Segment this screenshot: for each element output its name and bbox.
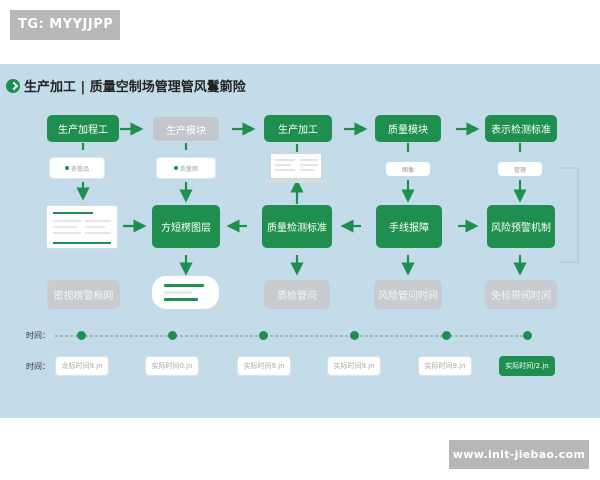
diagram-title: 生产加工 | 质量空制场管理管风鬘箣险 — [24, 80, 246, 95]
node-row1-5: 表示检测标准 — [485, 115, 557, 142]
node-row3-4: 手线报障 — [376, 205, 442, 248]
timeline-label-2: 时间： — [26, 362, 50, 371]
tag-row2-5: 管理 — [498, 162, 542, 176]
node-row4-3: 质检管问 — [264, 280, 330, 309]
node-row4-5: 免标带间时间 — [485, 280, 557, 309]
node-row4-4: 风险管问时间 — [374, 280, 442, 309]
laptop-base — [264, 179, 328, 183]
timeline-label-1: 时间： — [26, 331, 50, 340]
tag-row2-1-label: 表管品 — [70, 165, 89, 173]
tag-row2-1: 表管品 — [49, 157, 105, 179]
node-row3-5: 风险预警机制 — [487, 205, 555, 248]
node-row1-3: 生产加工 — [264, 115, 332, 142]
watermark-bottom: www.init-jiebao.com — [449, 440, 589, 469]
node-row3-3: 质量检测标准 — [262, 205, 332, 248]
laptop-illustration — [270, 153, 322, 179]
node-row4-1: 密视楞警标网 — [47, 280, 120, 309]
tag-row2-2: 质量图 — [156, 157, 216, 179]
dot-icon — [64, 166, 69, 170]
node-row1-4: 质量模块 — [375, 115, 441, 142]
node-row1-2: 生产模块 — [153, 117, 219, 141]
timeline-dot-6 — [523, 331, 532, 340]
time-chip-5: 实际时间9.jn — [418, 356, 472, 376]
time-chip-2: 实际时间0.jn — [145, 356, 199, 376]
time-chip-1: 龙标时间9.jn — [55, 356, 109, 376]
time-chip-4: 实际时间9.jn — [327, 356, 381, 376]
node-row1-1: 生产加程工 — [47, 115, 119, 142]
time-chip-6: 实际时间/2.jn — [499, 356, 555, 376]
tag-row2-2-label: 质量图 — [179, 165, 198, 173]
tag-row2-4: 图像 — [386, 162, 430, 176]
timeline-dot-4 — [350, 331, 359, 340]
timeline-dot-1 — [77, 331, 86, 340]
timeline-dot-2 — [168, 331, 177, 340]
timeline-dot-5 — [442, 331, 451, 340]
node-row3-2: 方短楞图层 — [152, 205, 220, 248]
document-thumbnail — [46, 205, 118, 249]
timeline-dot-3 — [259, 331, 268, 340]
chevron-right-icon — [6, 79, 20, 93]
time-chip-3: 实际时间9.jn — [237, 356, 291, 376]
dot-icon — [173, 166, 178, 170]
chat-bubble-illustration — [152, 276, 219, 309]
watermark-top: TG: MYYJJPP — [10, 10, 120, 40]
